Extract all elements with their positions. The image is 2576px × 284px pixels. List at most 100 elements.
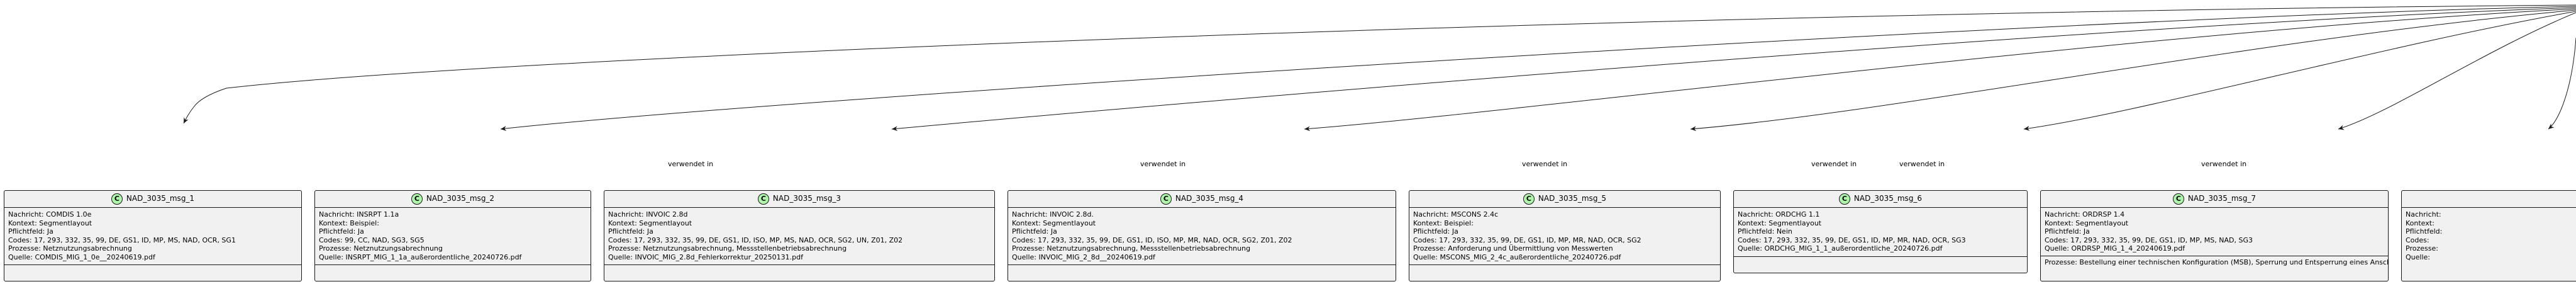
edge-label-2: verwendet in	[1140, 160, 1186, 168]
attr-line: Pflichtfeld: Ja	[2045, 227, 2090, 236]
class-node: C NAD_3035_msg_3 Nachricht: INVOIC 2.8d …	[604, 190, 995, 281]
class-header: C NAD_3035_msg_1	[4, 191, 301, 208]
attr-line: Pflichtfeld: Ja	[8, 227, 53, 236]
class-divider	[1008, 264, 1396, 270]
attr-line: Prozesse: Anforderung und Übermittlung v…	[1413, 244, 1613, 253]
edge-msg-3	[891, 7, 2576, 132]
attr-line: Codes: 17, 293, 332, 35, 99, DE, GS1, ID…	[1738, 236, 1966, 244]
attr-line: Quelle: INVOIC_MIG_2_8d__20240619.pdf	[1012, 253, 1155, 261]
attr-line: Nachricht: INVOIC 2.8d.	[1012, 210, 1094, 219]
attr-line: Pflichtfeld: Nein	[1738, 227, 1792, 236]
attr-line: Kontext: Segmentlayout	[2045, 219, 2129, 227]
class-title: NAD_3035_msg_5	[1538, 194, 1607, 203]
class-divider	[315, 264, 591, 270]
class-header: C NAD_3035_msg_5	[1409, 191, 1720, 208]
edge-msg-7	[2338, 12, 2576, 130]
attr-line: Prozesse: Netznutzungsabrechnung, Messst…	[608, 244, 847, 253]
class-divider	[1409, 264, 1720, 270]
class-header: C NAD_3035_msg_3	[604, 191, 994, 208]
attr-line: Nachricht: COMDIS 1.0e	[8, 210, 92, 219]
attr-line: Codes: 17, 293, 332, 35, 99, DE, GS1, ID…	[608, 236, 903, 244]
attr-line: Pflichtfeld: Ja	[319, 227, 364, 236]
class-title: NAD_3035_msg_7	[2187, 194, 2257, 203]
class-c-icon: C	[1838, 193, 1850, 205]
edge-msg-5	[1690, 9, 2576, 132]
attr-line: Codes: 99, CC, NAD, SG3, SG5	[319, 236, 425, 244]
attr-line: Nachricht:	[2406, 210, 2441, 219]
edge-label-6: verwendet in	[2201, 160, 2247, 168]
class-header	[2402, 191, 2576, 208]
class-divider	[1734, 256, 2027, 262]
attr-line: Prozesse: Netznutzungsabrechnung, Messst…	[1012, 244, 1251, 253]
attr-line: Codes:	[2406, 236, 2429, 244]
attr-line: Quelle: MSCONS_MIG_2_4c_außerordentliche…	[1413, 253, 1621, 261]
class-title: NAD_3035_msg_4	[1175, 194, 1244, 203]
class-c-icon: C	[411, 193, 423, 205]
attr-line: Pflichtfeld: Ja	[608, 227, 653, 236]
attr-line: Pflichtfeld: Ja	[1012, 227, 1057, 236]
attr-line: Nachricht: ORDRSP 1.4	[2045, 210, 2125, 219]
edge-label-1: verwendet in	[668, 160, 714, 168]
class-title: NAD_3035_msg_2	[426, 194, 495, 203]
class-attributes: Nachricht: ORDRSP 1.4 Kontext: Segmentla…	[2041, 208, 2388, 253]
attr-line: Kontext: Segmentlayout	[1012, 219, 1096, 227]
class-node: C NAD_3035_msg_6 Nachricht: ORDCHG 1.1 K…	[1733, 190, 2028, 273]
class-header: C NAD_3035_msg_7	[2041, 191, 2388, 208]
edge-msg-6	[2023, 11, 2576, 131]
attr-line: Nachricht: INVOIC 2.8d	[608, 210, 688, 219]
attr-line: Kontext: Segmentlayout	[608, 219, 692, 227]
attr-line: Kontext:	[2406, 219, 2434, 227]
attr-line: Kontext: Segmentlayout	[1738, 219, 1822, 227]
attr-line: Prozesse: Netznutzungsabrechnung	[319, 244, 443, 253]
class-header: C NAD_3035_msg_6	[1734, 191, 2027, 208]
class-c-icon: C	[757, 193, 769, 205]
class-title: NAD_3035_msg_6	[1853, 194, 1923, 203]
class-attributes: Nachricht: ORDCHG 1.1 Kontext: Segmentla…	[1734, 208, 2027, 253]
attr-line: Kontext: Beispiel:	[1413, 219, 1474, 227]
attr-line: Nachricht: MSCONS 2.4c	[1413, 210, 1499, 219]
attr-line: Nachricht: ORDCHG 1.1	[1738, 210, 1820, 219]
attr-line: Prozesse: Netznutzungsabrechnung	[8, 244, 132, 253]
attr-line: Kontext: Segmentlayout	[8, 219, 92, 227]
attr-line: Codes: 17, 293, 332, 35, 99, DE, GS1, ID…	[1012, 236, 1292, 244]
attr-line: Quelle: INSRPT_MIG_1_1a_außerordentliche…	[319, 253, 522, 261]
class-attributes: Nachricht: MSCONS 2.4c Kontext: Beispiel…	[1409, 208, 1720, 261]
edge-msg-2	[500, 6, 2576, 131]
class-header: C NAD_3035_msg_4	[1008, 191, 1396, 208]
class-title: NAD_3035_msg_3	[772, 194, 841, 203]
attr-line: Pflichtfeld: Ja	[1413, 227, 1458, 236]
class-node: C NAD_3035_msg_4 Nachricht: INVOIC 2.8d.…	[1008, 190, 1396, 281]
class-attributes: Nachricht: INSRPT 1.1a Kontext: Beispiel…	[315, 208, 591, 261]
edge-label-3: verwendet in	[1522, 160, 1568, 168]
edge-msg-4	[1304, 8, 2576, 132]
class-node: C NAD_3035_msg_2 Nachricht: INSRPT 1.1a …	[314, 190, 591, 281]
class-node: Nachricht: Kontext: Pflichtfeld: Codes: …	[2401, 190, 2576, 281]
attr-line: Quelle: INVOIC_MIG_2.8d_Fehlerkorrektur_…	[608, 253, 803, 261]
class-node: C NAD_3035_msg_1 Nachricht: COMDIS 1.0e …	[4, 190, 302, 281]
attr-line: Quelle: ORDCHG_MIG_1_1_außerordentliche_…	[1738, 244, 1943, 253]
edge-msg-1	[183, 4, 2576, 124]
class-c-icon: C	[111, 193, 123, 205]
class-node: C NAD_3035_msg_5 Nachricht: MSCONS 2.4c …	[1409, 190, 1721, 281]
attr-line: Codes: 17, 293, 332, 35, 99, DE, GS1, ID…	[2045, 236, 2253, 244]
attr-line: Quelle:	[2406, 253, 2430, 261]
class-c-icon: C	[1523, 193, 1535, 205]
class-c-icon: C	[1160, 193, 1172, 205]
class-attributes: Nachricht: INVOIC 2.8d. Kontext: Segment…	[1008, 208, 1396, 261]
attr-line: Quelle: ORDRSP_MIG_1_4_20240619.pdf	[2045, 244, 2185, 253]
class-attributes: Nachricht: COMDIS 1.0e Kontext: Segmentl…	[4, 208, 301, 261]
class-header: C NAD_3035_msg_2	[315, 191, 591, 208]
class-divider	[604, 264, 994, 270]
attr-line: Pflichtfeld:	[2406, 227, 2443, 236]
attr-line: Nachricht: INSRPT 1.1a	[319, 210, 399, 219]
class-divider	[4, 264, 301, 270]
attr-line: Kontext: Beispiel:	[319, 219, 379, 227]
attr-line: Quelle: COMDIS_MIG_1_0e__20240619.pdf	[8, 253, 155, 261]
attr-line: Codes: 17, 293, 332, 35, 99, DE, GS1, ID…	[1413, 236, 1641, 244]
edge-label-4: verwendet in	[1811, 160, 1857, 168]
class-title: NAD_3035_msg_1	[126, 194, 195, 203]
edge-label-5: verwendet in	[1899, 160, 1945, 168]
class-attributes: Nachricht: INVOIC 2.8d Kontext: Segmentl…	[604, 208, 994, 261]
class-node: C NAD_3035_msg_7 Nachricht: ORDRSP 1.4 K…	[2040, 190, 2389, 281]
